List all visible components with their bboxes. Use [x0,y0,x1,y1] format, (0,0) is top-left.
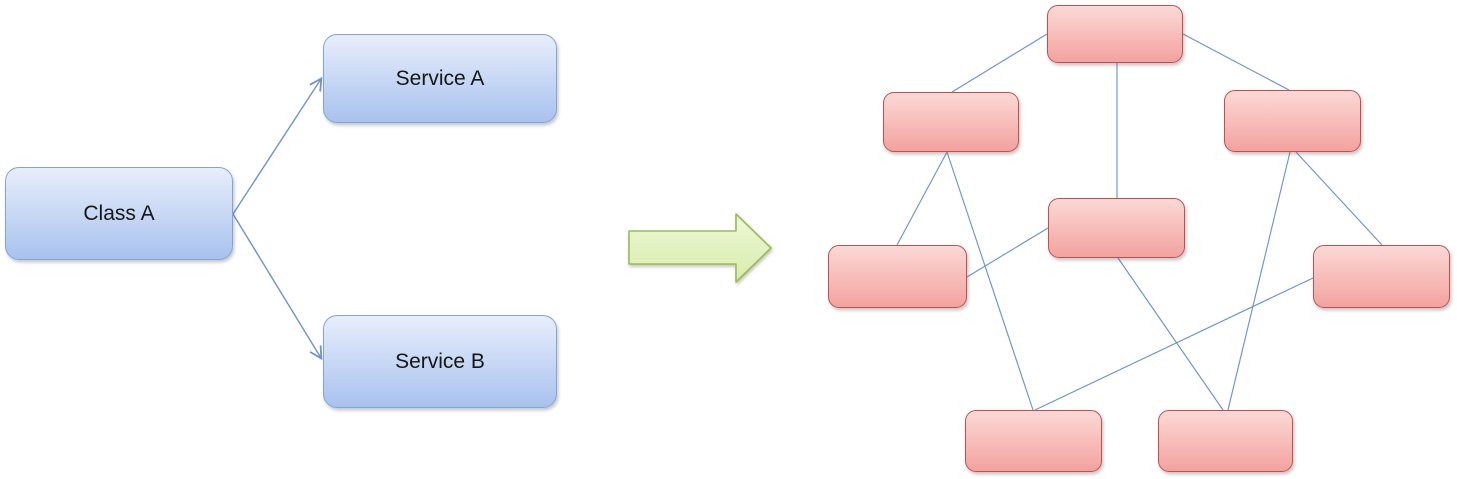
network-node-row2-right [1224,90,1361,152]
network-node-left-middle [828,245,967,308]
network-node-bottom-right [1158,410,1293,472]
node-class-a: Class A [5,167,233,260]
network-node-middle [1048,198,1185,258]
edge-left-middle-to-middle [966,227,1049,278]
edge-right-middle-to-bottom-left [1034,277,1314,411]
network-edges-group [896,33,1383,411]
edge-row2-left-to-bottom-left [946,151,1034,411]
node-service-a-label: Service A [395,66,485,90]
edge-middle-to-bottom-right [1117,257,1224,411]
transform-right-arrow-icon [628,213,772,283]
class-to-service-connectors-group [232,76,323,361]
edge-row2-left-to-left-middle [896,151,948,246]
network-node-top [1047,5,1183,63]
network-node-right-middle [1313,245,1450,308]
node-service-a: Service A [323,34,557,123]
network-node-row2-left [883,92,1019,152]
edge-class-a-to-service-b [232,213,323,361]
network-node-bottom-left [965,410,1102,472]
node-service-b-label: Service B [395,349,485,373]
edge-row2-right-to-right-middle [1295,151,1383,246]
node-class-a-label: Class A [83,201,155,225]
edge-top-to-row2-left [951,33,1048,93]
edge-row2-right-to-bottom-right [1227,151,1291,411]
edge-class-a-to-service-a [232,76,323,215]
edge-top-to-row2-right [1182,33,1290,91]
node-service-b: Service B [323,315,557,408]
